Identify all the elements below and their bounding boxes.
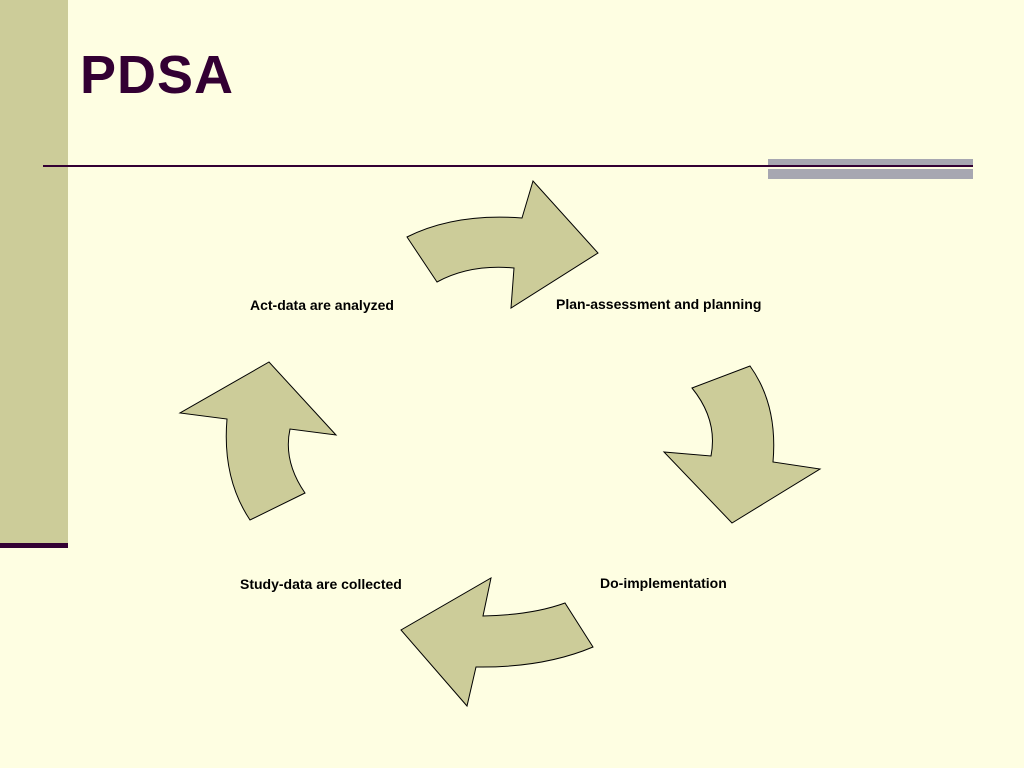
accent-bar-lower xyxy=(768,169,973,179)
arrow-do-to-study xyxy=(400,577,594,708)
stage-label-do: Do-implementation xyxy=(600,575,727,591)
arrow-plan-to-do xyxy=(662,365,822,524)
left-band-footer-line xyxy=(0,543,68,548)
arrow-study-to-act xyxy=(178,361,338,521)
left-decorative-band xyxy=(0,0,68,545)
arrow-act-to-plan xyxy=(406,180,599,309)
stage-label-plan: Plan-assessment and planning xyxy=(556,296,762,312)
accent-bar-upper xyxy=(768,159,973,165)
title-underline-rule xyxy=(43,165,973,167)
stage-label-study: Study-data are collected xyxy=(240,576,402,592)
slide-title: PDSA xyxy=(80,45,235,105)
stage-label-act: Act-data are analyzed xyxy=(250,297,394,313)
